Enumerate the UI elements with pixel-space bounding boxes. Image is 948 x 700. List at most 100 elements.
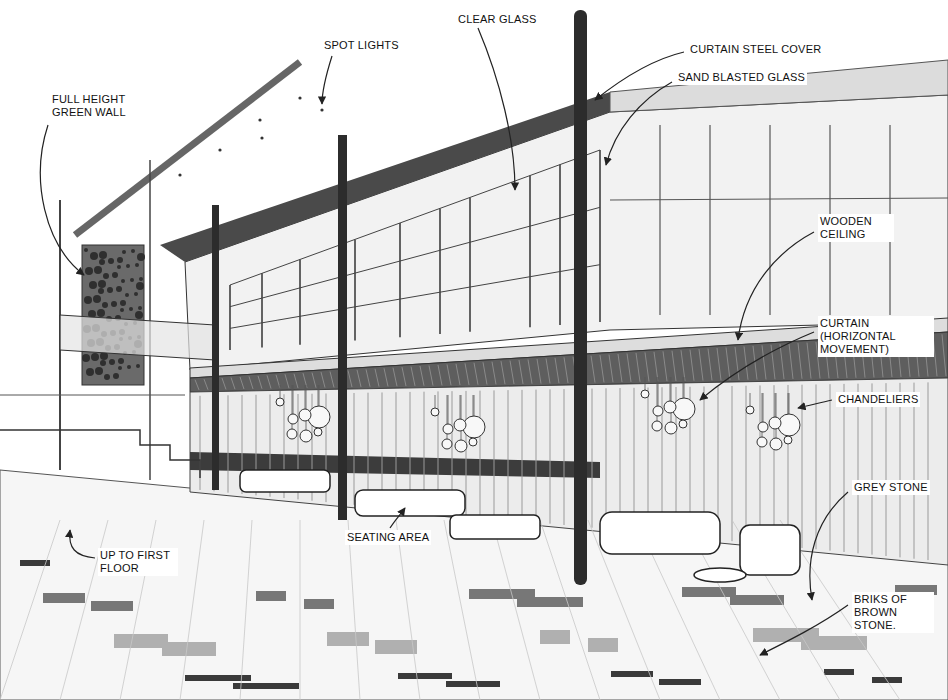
green-wall — [82, 245, 144, 385]
leader-line — [798, 400, 832, 408]
mullion — [261, 273, 263, 347]
floor-joint — [0, 520, 60, 700]
chandelier-globe — [769, 417, 781, 429]
annotation-label: CLEAR GLASS — [456, 12, 539, 27]
annotation-label: BRIKS OF BROWN STONE. — [852, 592, 934, 633]
pendant-wire — [789, 393, 790, 414]
wood-grain — [600, 355, 604, 382]
wood-grain — [744, 346, 748, 379]
wood-grain — [384, 368, 388, 386]
leader-line — [390, 508, 405, 528]
leaf — [90, 252, 98, 260]
pendant-wire — [776, 393, 777, 438]
chandelier-globe — [653, 406, 663, 416]
leaf — [103, 273, 109, 279]
leaf — [98, 288, 104, 294]
leaf — [107, 287, 113, 293]
floor-tile — [91, 601, 133, 611]
annotation-label: SAND BLASTED GLASS — [676, 70, 807, 85]
curtain-fold — [844, 384, 845, 552]
wood-grain — [807, 343, 811, 379]
curtain-fold — [816, 384, 817, 549]
leaf — [84, 248, 88, 252]
floor-joint — [120, 520, 156, 700]
leaf — [135, 263, 139, 267]
mullion — [599, 150, 601, 322]
upper-facade — [185, 95, 948, 370]
wood-grain — [636, 353, 640, 382]
floor-tile — [824, 669, 854, 675]
wood-grain — [375, 369, 379, 387]
curtain-fold — [774, 385, 775, 545]
floor-tile — [398, 673, 452, 679]
leaf — [89, 281, 97, 289]
mullion — [559, 165, 561, 325]
floor-joint — [732, 520, 840, 700]
annotation-label: GREY STONE — [852, 480, 930, 495]
chandelier-globe — [757, 437, 767, 447]
chandelier-globe — [299, 409, 311, 421]
wood-grain — [717, 348, 721, 380]
leader-line — [595, 52, 684, 100]
leaf — [125, 293, 129, 297]
curtain-fold — [592, 389, 593, 528]
wood-grain — [762, 345, 766, 379]
transom — [230, 207, 600, 306]
floor-joint — [444, 520, 480, 700]
wood-grain — [519, 360, 523, 384]
floor-tile — [540, 630, 570, 644]
chandelier-globe — [314, 428, 322, 436]
curtain-fold — [228, 395, 229, 492]
wood-grain — [222, 378, 226, 389]
leaf — [131, 249, 135, 253]
wood-grain — [411, 367, 415, 386]
floor-tile — [43, 593, 85, 603]
annotation-label: CURTAIN STEEL COVER — [688, 42, 823, 57]
leaf — [117, 257, 123, 263]
pendant-wire — [461, 395, 462, 440]
floor-tiles — [0, 520, 937, 700]
curtain-fold — [914, 383, 915, 559]
leaf — [85, 267, 93, 275]
leader-line — [478, 28, 515, 190]
chandelier-globe — [770, 438, 782, 450]
wood-grain — [510, 361, 514, 385]
column — [212, 205, 219, 490]
wood-grain — [195, 380, 199, 390]
mullion — [769, 125, 770, 315]
leader-line — [70, 530, 95, 558]
curtain-fold — [480, 391, 481, 517]
leaf — [98, 280, 106, 288]
pendant-wire — [658, 377, 659, 406]
wood-grain — [627, 353, 631, 381]
coffee-table — [694, 568, 746, 582]
wood-grain — [456, 364, 460, 385]
curtain-fold — [550, 389, 551, 523]
wood-grain — [474, 363, 478, 385]
chandelier-globe — [454, 419, 466, 431]
pendant-wire — [306, 385, 307, 430]
wood-grain — [564, 357, 568, 383]
chandelier-globe — [287, 429, 297, 439]
wood-grain — [447, 364, 451, 385]
floor-tile — [375, 640, 417, 654]
roof-band — [610, 60, 948, 112]
leaf — [112, 272, 118, 278]
curtain-fold — [564, 389, 565, 525]
wood-grain — [258, 376, 262, 389]
curtain-fold — [788, 385, 789, 547]
floor-tile — [469, 589, 535, 599]
floor-tile — [611, 671, 653, 677]
spot-lights — [178, 96, 323, 176]
floor-tile — [327, 632, 369, 646]
curtain-fold — [872, 383, 873, 554]
wood-grain — [942, 334, 946, 376]
leaf — [94, 266, 102, 274]
curtain-fold — [536, 390, 537, 523]
green-wall-foliage — [82, 248, 145, 380]
sofa — [355, 490, 465, 516]
transom — [230, 150, 600, 285]
leaf — [82, 354, 90, 362]
